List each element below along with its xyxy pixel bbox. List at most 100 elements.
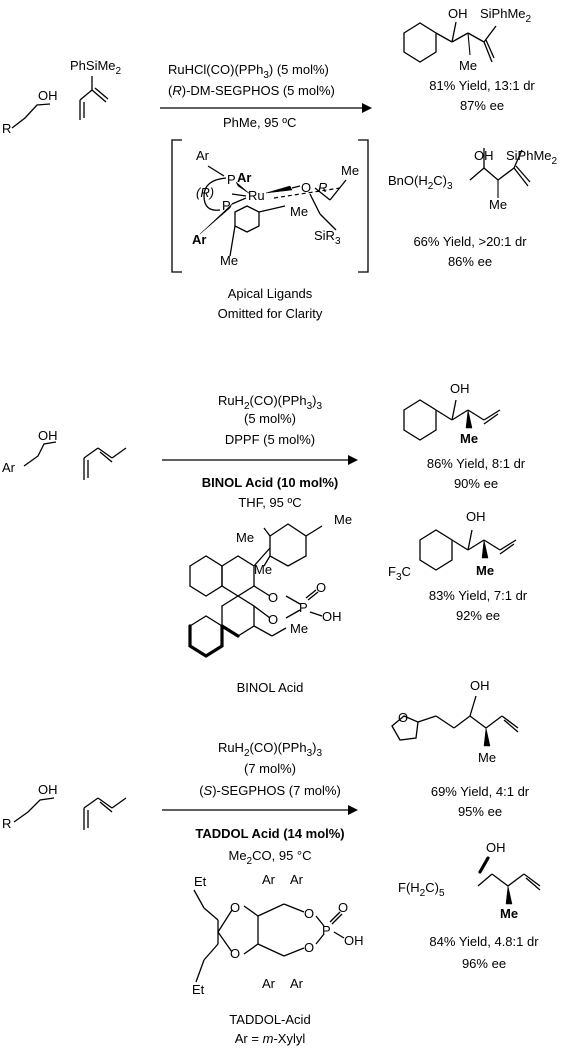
svg-text:F(H2C)5: F(H2C)5 — [398, 880, 445, 899]
svg-text:OH: OH — [322, 609, 342, 624]
product3a-ee: 95% ee — [458, 804, 502, 819]
svg-text:O: O — [230, 900, 240, 915]
substrate3-butadiene — [83, 797, 127, 830]
svg-text:Me: Me — [500, 906, 518, 921]
svg-text:R: R — [318, 180, 327, 195]
svg-text:RuH2(CO)(PPh3)3: RuH2(CO)(PPh3)3 — [218, 740, 323, 759]
product1a-yield: 81% Yield, 13:1 dr — [429, 78, 535, 93]
svg-text:Et: Et — [192, 982, 205, 997]
svg-text:Me: Me — [478, 750, 496, 765]
product1b-yield: 66% Yield, >20:1 dr — [413, 234, 527, 249]
svg-text:OH: OH — [344, 933, 364, 948]
svg-text:Me: Me — [334, 512, 352, 527]
svg-text:P: P — [222, 198, 231, 213]
svg-text:P: P — [322, 923, 331, 938]
product1a: OH SiPhMe2 Me 81% Yield, 13:1 dr 87% ee — [403, 6, 535, 113]
svg-text:DPPF (5 mol%): DPPF (5 mol%) — [225, 432, 315, 447]
caption1-line1: Apical Ligands — [228, 286, 313, 301]
svg-text:Me: Me — [236, 530, 254, 545]
taddol-acid: Et Et O O Ar Ar Ar Ar O O P O OH — [192, 872, 364, 997]
svg-text:(7 mol%): (7 mol%) — [244, 761, 296, 776]
svg-text:Et: Et — [194, 874, 207, 889]
svg-text:Me: Me — [460, 431, 478, 446]
svg-text:OH: OH — [450, 381, 470, 396]
svg-text:SiPhMe2: SiPhMe2 — [480, 6, 532, 25]
cond1-line3: PhMe, 95 ºC — [223, 115, 296, 130]
section1: R OH PhSiMe2 RuHCl(CO)(PPh3) (5 mol%) (R… — [2, 6, 558, 321]
svg-text:SiR3: SiR3 — [314, 228, 341, 247]
svg-text:O: O — [268, 612, 278, 627]
cond1-line2: (R)-DM-SEGPHOS (5 mol%) — [168, 83, 335, 98]
conditions2: RuH2(CO)(PPh3)3 (5 mol%) DPPF (5 mol%) B… — [162, 393, 358, 510]
svg-text:O: O — [230, 946, 240, 961]
r-label: R — [2, 121, 11, 136]
svg-text:Ru: Ru — [248, 188, 265, 203]
taddol-caption-1: TADDOL-Acid — [229, 1012, 310, 1027]
svg-text:BnO(H2C)3: BnO(H2C)3 — [388, 173, 453, 192]
product3b: F(H2C)5 OH Me 84% Yield, 4.8:1 dr 96% ee — [398, 840, 541, 971]
oh-label: OH — [38, 88, 58, 103]
svg-text:OH: OH — [470, 678, 490, 693]
cond1-line1: RuHCl(CO)(PPh3) (5 mol%) — [168, 62, 329, 81]
substrate3-alcohol: R OH — [2, 782, 58, 831]
svg-text:THF, 95 ºC: THF, 95 ºC — [238, 495, 301, 510]
svg-text:OH: OH — [474, 148, 494, 163]
svg-text:OH: OH — [38, 782, 58, 797]
svg-text:OH: OH — [486, 840, 506, 855]
product2b: F3C OH Me 83% Yield, 7:1 dr 92% ee — [388, 509, 528, 623]
svg-text:P: P — [299, 600, 308, 615]
substrate1-alcohol: R OH — [2, 88, 58, 136]
svg-text:BINOL Acid (10 mol%): BINOL Acid (10 mol%) — [202, 475, 339, 490]
svg-text:Ar: Ar — [262, 976, 276, 991]
svg-text:(5 mol%): (5 mol%) — [244, 411, 296, 426]
svg-text:SiPhMe2: SiPhMe2 — [506, 148, 558, 167]
substrate2-alcohol: Ar OH — [2, 428, 58, 475]
section3: R OH RuH2(CO)(PPh3)3 (7 mol%) (S)-SEGPHO… — [2, 678, 541, 1046]
svg-text:Ar: Ar — [192, 232, 206, 247]
caption1-line2: Omitted for Clarity — [218, 306, 323, 321]
svg-text:Ar: Ar — [196, 148, 210, 163]
svg-text:O: O — [301, 180, 311, 195]
svg-text:Ar: Ar — [290, 976, 304, 991]
svg-text:R: R — [2, 816, 11, 831]
product2b-ee: 92% ee — [456, 608, 500, 623]
svg-text:Me: Me — [489, 197, 507, 212]
silyl-label: PhSiMe2 — [70, 58, 122, 77]
svg-text:(R): (R) — [196, 185, 214, 200]
conditions3: RuH2(CO)(PPh3)3 (7 mol%) (S)-SEGPHOS (7 … — [162, 740, 358, 867]
substrate2-butadiene — [83, 447, 127, 480]
svg-text:Me: Me — [254, 562, 272, 577]
binol-caption: BINOL Acid — [237, 680, 304, 695]
svg-text:Ar: Ar — [237, 170, 251, 185]
product2b-yield: 83% Yield, 7:1 dr — [429, 588, 528, 603]
product3b-yield: 84% Yield, 4.8:1 dr — [429, 934, 539, 949]
svg-text:OH: OH — [448, 6, 468, 21]
product3a: O OH Me 69% Yield, 4:1 dr 95% ee — [391, 678, 530, 819]
svg-text:F3C: F3C — [388, 564, 411, 583]
svg-text:P: P — [227, 172, 236, 187]
product3a-yield: 69% Yield, 4:1 dr — [431, 784, 530, 799]
svg-text:Me: Me — [341, 163, 359, 178]
svg-text:Ar: Ar — [290, 872, 304, 887]
product2a: OH Me 86% Yield, 8:1 dr 90% ee — [403, 381, 526, 491]
svg-text:(S)-SEGPHOS (7 mol%): (S)-SEGPHOS (7 mol%) — [199, 783, 341, 798]
svg-text:OH: OH — [466, 509, 486, 524]
svg-text:Me2CO, 95 °C: Me2CO, 95 °C — [228, 848, 311, 867]
product3b-ee: 96% ee — [462, 956, 506, 971]
svg-text:O: O — [304, 940, 314, 955]
svg-text:Me: Me — [459, 58, 477, 73]
svg-text:Me: Me — [290, 204, 308, 219]
svg-text:O: O — [338, 900, 348, 915]
taddol-caption-2: Ar = m-Xylyl — [235, 1031, 306, 1046]
svg-text:O: O — [268, 590, 278, 605]
product2a-yield: 86% Yield, 8:1 dr — [427, 456, 526, 471]
product1b-ee: 86% ee — [448, 254, 492, 269]
svg-text:Me: Me — [290, 621, 308, 636]
svg-text:O: O — [316, 580, 326, 595]
binol-acid: Me Me Me O O P O OH Me — [188, 512, 352, 658]
product2a-ee: 90% ee — [454, 476, 498, 491]
svg-text:Me: Me — [476, 563, 494, 578]
section2: Ar OH RuH2(CO)(PPh3)3 (5 mol%) DPPF (5 m… — [2, 381, 528, 695]
substrate1-silyldiene: PhSiMe2 — [70, 58, 122, 120]
